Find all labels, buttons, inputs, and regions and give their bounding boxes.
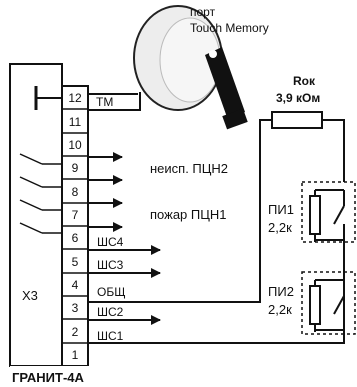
terminal-number: 4 bbox=[72, 278, 79, 292]
shs1-wire bbox=[88, 272, 345, 344]
shs3-label: ШС3 bbox=[97, 258, 124, 272]
terminal-number: 5 bbox=[72, 255, 79, 269]
touch-memory-key-icon bbox=[133, 5, 248, 130]
detector-pi2 bbox=[301, 271, 356, 343]
port-label-line2: Touch Memory bbox=[190, 21, 269, 35]
tm-label: ТМ bbox=[96, 95, 113, 109]
terminal-number: 12 bbox=[68, 91, 82, 105]
shs1-label: ШС1 bbox=[97, 329, 124, 343]
terminal-number: 7 bbox=[72, 208, 79, 222]
port-label-line1: порт bbox=[190, 5, 216, 19]
resistor-rok bbox=[271, 111, 323, 129]
pi1-value: 2,2к bbox=[268, 220, 292, 235]
terminal-number: 8 bbox=[72, 185, 79, 199]
pi2-name: ПИ2 bbox=[268, 284, 294, 299]
pi2-value: 2,2к bbox=[268, 302, 292, 317]
terminal-number: 2 bbox=[72, 325, 79, 339]
common-wire bbox=[88, 119, 272, 303]
terminal-number: 10 bbox=[68, 138, 82, 152]
shs2-label: ШС2 bbox=[97, 305, 124, 319]
rok-wire bbox=[322, 119, 345, 182]
detector-pi1 bbox=[301, 181, 356, 272]
shs4-label: ШС4 bbox=[97, 235, 124, 249]
ground-icon bbox=[34, 86, 62, 110]
terminal-block bbox=[61, 85, 89, 367]
terminal-number: 6 bbox=[72, 231, 79, 245]
connector-x3-label: Х3 bbox=[22, 288, 38, 303]
relay-outputs bbox=[19, 152, 123, 234]
unused-output-label: неисп. ПЦН2 bbox=[150, 161, 228, 176]
common-label: ОБЩ bbox=[97, 285, 125, 299]
resistor-label: Rок bbox=[293, 74, 316, 88]
device-name: ГРАНИТ-4А bbox=[12, 370, 85, 385]
terminal-number: 1 bbox=[72, 348, 79, 362]
terminal-number: 3 bbox=[72, 301, 79, 315]
tm-wire bbox=[88, 92, 141, 111]
terminal-number: 9 bbox=[72, 161, 79, 175]
terminal-number: 11 bbox=[69, 115, 82, 129]
pi1-name: ПИ1 bbox=[268, 202, 294, 217]
fire-output-label: пожар ПЦН1 bbox=[150, 207, 226, 222]
resistor-value: 3,9 кОм bbox=[276, 91, 320, 105]
